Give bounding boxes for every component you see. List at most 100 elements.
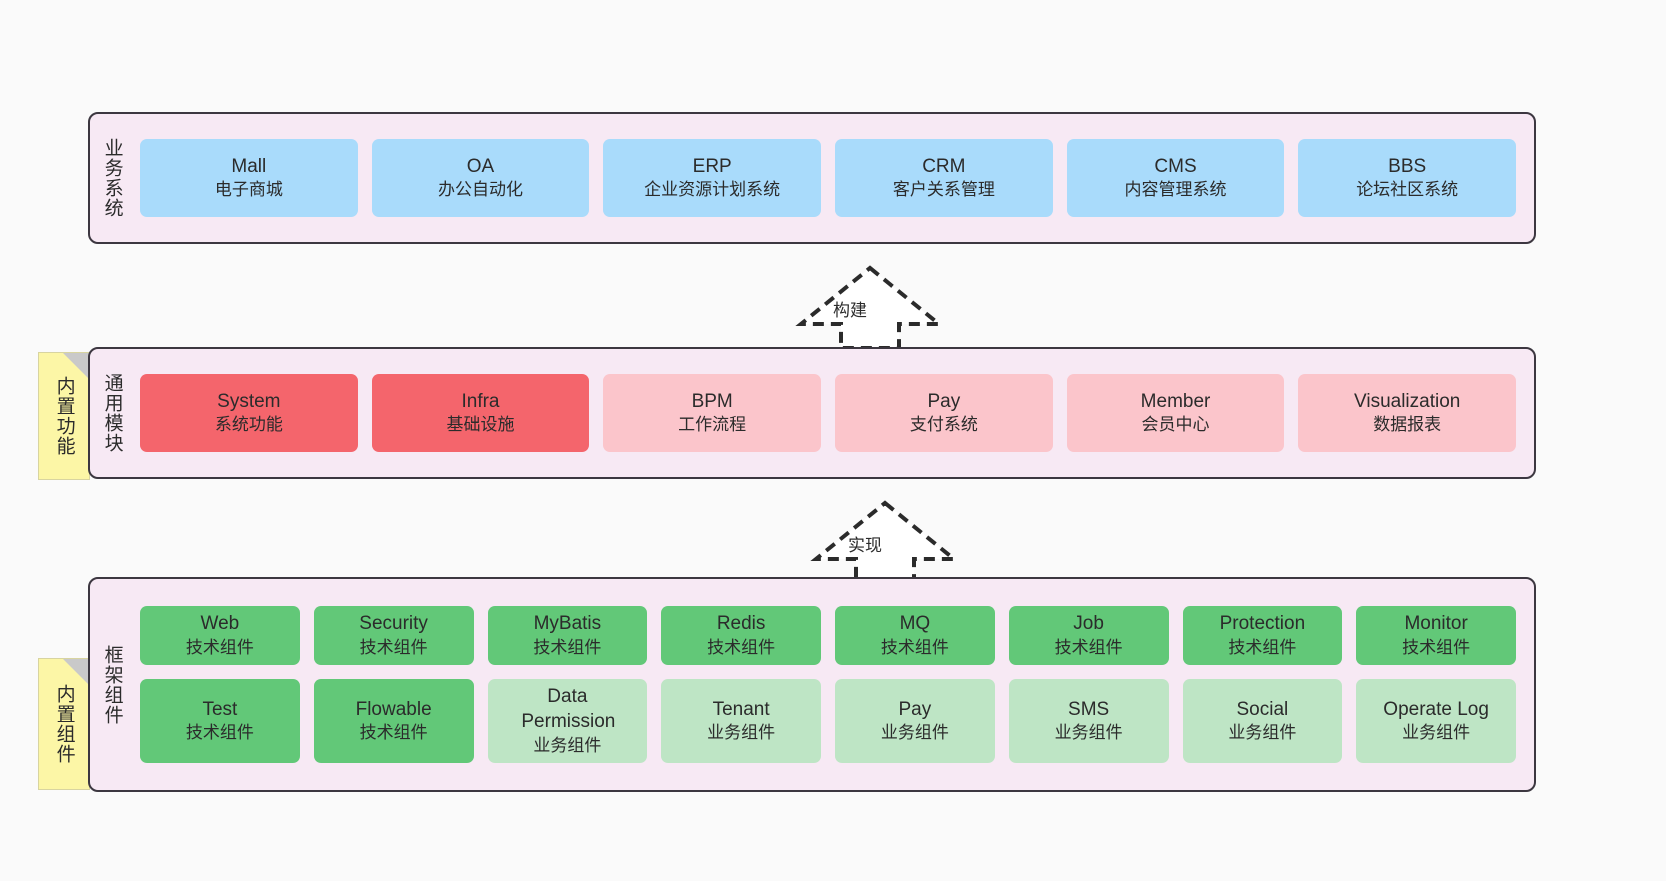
card-member[interactable]: Member 会员中心 xyxy=(1066,374,1285,452)
card-mall[interactable]: Mall 电子商城 xyxy=(140,139,358,217)
card-tenant[interactable]: Tenant 业务组件 xyxy=(661,679,821,763)
card-title-en: System xyxy=(217,390,281,412)
card-pay-component[interactable]: Pay 业务组件 xyxy=(835,679,995,763)
card-title-en: Data Permission xyxy=(521,686,616,732)
card-title-en: Protection xyxy=(1219,613,1306,635)
layer-body-common-module: System 系统功能 Infra 基础设施 BPM 工作流程 Pay 支付系统… xyxy=(134,349,1534,477)
card-title-cn: 客户关系管理 xyxy=(892,180,995,200)
card-visualization[interactable]: Visualization 数据报表 xyxy=(1298,374,1517,452)
card-title-cn: 支付系统 xyxy=(909,415,978,435)
card-test[interactable]: Test 技术组件 xyxy=(140,679,300,763)
card-title-cn: 数据报表 xyxy=(1373,415,1442,435)
card-title-en: CRM xyxy=(922,155,966,177)
card-title-cn: 业务组件 xyxy=(1228,723,1297,743)
card-title-cn: 系统功能 xyxy=(214,415,283,435)
note-fold-corner xyxy=(63,659,89,685)
layer-title-common-module: 通用模块 xyxy=(101,373,123,453)
card-title-cn: 业务组件 xyxy=(707,723,776,743)
card-title-en: Monitor xyxy=(1404,613,1468,635)
card-redis[interactable]: Redis 技术组件 xyxy=(661,606,821,666)
card-bbs[interactable]: BBS 论坛社区系统 xyxy=(1298,139,1517,217)
note-builtin-component: 内置组件 xyxy=(38,658,90,790)
card-protection[interactable]: Protection 技术组件 xyxy=(1182,606,1343,666)
card-title-cn: 业务组件 xyxy=(1402,723,1471,743)
card-social[interactable]: Social 业务组件 xyxy=(1182,679,1343,763)
card-title-en: SMS xyxy=(1068,698,1110,720)
card-web[interactable]: Web 技术组件 xyxy=(140,606,300,666)
card-title-en: Infra xyxy=(461,390,500,412)
card-title-cn: 论坛社区系统 xyxy=(1356,180,1459,200)
card-system[interactable]: System 系统功能 xyxy=(140,374,358,452)
card-title-cn: 技术组件 xyxy=(707,638,776,658)
card-monitor[interactable]: Monitor 技术组件 xyxy=(1356,606,1516,666)
card-title-en: CMS xyxy=(1154,155,1197,177)
card-title-en: Test xyxy=(202,698,238,720)
note-fold-corner xyxy=(63,353,89,379)
layer-framework-component: 框架组件 Web 技术组件 Security 技术组件 MyBatis 技术组件… xyxy=(88,577,1536,792)
card-infra[interactable]: Infra 基础设施 xyxy=(371,374,590,452)
card-title-cn: 工作流程 xyxy=(678,415,747,435)
card-title-cn: 技术组件 xyxy=(1402,638,1471,658)
layer-body-business-system: Mall 电子商城 OA 办公自动化 ERP 企业资源计划系统 CRM 客户关系… xyxy=(134,114,1534,242)
card-title-en: Mall xyxy=(231,155,267,177)
card-title-cn: 业务组件 xyxy=(880,723,949,743)
card-title-cn: 办公自动化 xyxy=(438,180,523,200)
connector-build-label: 构建 xyxy=(833,301,867,320)
card-title-en: MyBatis xyxy=(533,613,602,635)
card-sms[interactable]: SMS 业务组件 xyxy=(1008,679,1169,763)
card-title-cn: 技术组件 xyxy=(359,638,428,658)
framework-row-business: Test 技术组件 Flowable 技术组件 Data Permission … xyxy=(140,679,1516,763)
card-data-permission[interactable]: Data Permission 业务组件 xyxy=(487,679,648,763)
card-title-en: Visualization xyxy=(1354,390,1461,412)
card-title-cn: 技术组件 xyxy=(1054,638,1123,658)
card-bpm[interactable]: BPM 工作流程 xyxy=(603,374,822,452)
card-job[interactable]: Job 技术组件 xyxy=(1008,606,1169,666)
card-title-en: Web xyxy=(200,613,240,635)
card-title-cn: 技术组件 xyxy=(185,723,254,743)
card-title-cn: 技术组件 xyxy=(880,638,949,658)
card-title-cn: 企业资源计划系统 xyxy=(644,180,781,200)
card-title-en: BPM xyxy=(691,390,733,412)
card-mq[interactable]: MQ 技术组件 xyxy=(835,606,995,666)
layer-common-module: 通用模块 System 系统功能 Infra 基础设施 BPM 工作流程 Pay… xyxy=(88,347,1536,479)
card-title-en: Job xyxy=(1073,613,1104,635)
card-title-cn: 会员中心 xyxy=(1141,415,1210,435)
card-title-en: Social xyxy=(1236,698,1289,720)
card-title-en: ERP xyxy=(692,155,732,177)
card-title-en: MQ xyxy=(899,613,931,635)
card-title-en: Redis xyxy=(716,613,766,635)
connector-build: 构建 xyxy=(795,262,945,352)
note-label: 内置功能 xyxy=(53,376,75,456)
card-security[interactable]: Security 技术组件 xyxy=(313,606,474,666)
card-title-cn: 技术组件 xyxy=(1228,638,1297,658)
card-flowable[interactable]: Flowable 技术组件 xyxy=(313,679,474,763)
framework-row-tech: Web 技术组件 Security 技术组件 MyBatis 技术组件 Redi… xyxy=(140,606,1516,666)
connector-implement-label: 实现 xyxy=(848,536,882,555)
card-crm[interactable]: CRM 客户关系管理 xyxy=(835,139,1053,217)
card-title-en: Pay xyxy=(898,698,932,720)
card-title-en: Operate Log xyxy=(1383,698,1489,720)
card-title-en: OA xyxy=(466,155,495,177)
card-title-cn: 业务组件 xyxy=(1054,723,1123,743)
note-builtin-function: 内置功能 xyxy=(38,352,90,480)
card-title-en: Member xyxy=(1140,390,1211,412)
card-pay[interactable]: Pay 支付系统 xyxy=(835,374,1053,452)
card-erp[interactable]: ERP 企业资源计划系统 xyxy=(603,139,822,217)
card-mybatis[interactable]: MyBatis 技术组件 xyxy=(487,606,648,666)
card-oa[interactable]: OA 办公自动化 xyxy=(371,139,590,217)
layer-business-system: 业务系统 Mall 电子商城 OA 办公自动化 ERP 企业资源计划系统 CRM… xyxy=(88,112,1536,244)
card-cms[interactable]: CMS 内容管理系统 xyxy=(1066,139,1285,217)
card-title-en: Pay xyxy=(927,390,961,412)
card-title-cn: 基础设施 xyxy=(446,415,515,435)
card-title-en: BBS xyxy=(1388,155,1427,177)
card-title-cn: 内容管理系统 xyxy=(1124,180,1227,200)
card-title-cn: 技术组件 xyxy=(359,723,428,743)
note-label: 内置组件 xyxy=(53,684,75,764)
card-title-cn: 技术组件 xyxy=(533,638,602,658)
card-title-en: Flowable xyxy=(355,698,432,720)
connector-implement: 实现 xyxy=(810,497,960,587)
card-operate-log[interactable]: Operate Log 业务组件 xyxy=(1356,679,1516,763)
layer-body-framework-component: Web 技术组件 Security 技术组件 MyBatis 技术组件 Redi… xyxy=(134,579,1534,790)
card-title-cn: 技术组件 xyxy=(185,638,254,658)
